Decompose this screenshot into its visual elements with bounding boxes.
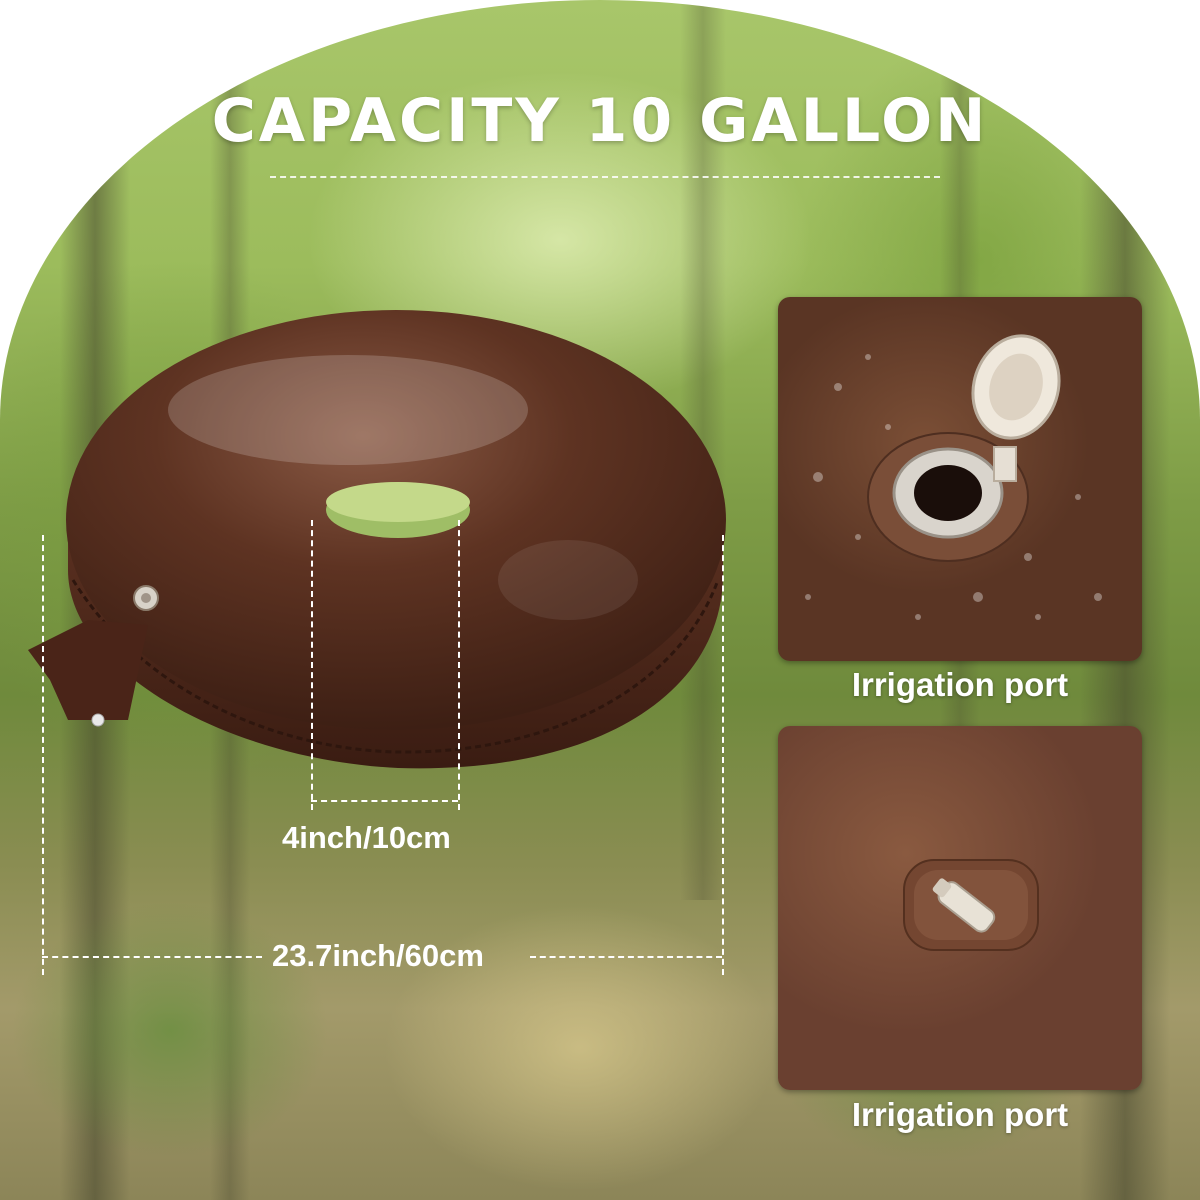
- irrigation-port-caption-1: Irrigation port: [851, 666, 1069, 703]
- inner-dimension-line: [311, 800, 458, 802]
- irrigation-port-closeup-nozzle: [778, 726, 1142, 1090]
- title-underline: [270, 176, 940, 178]
- inner-dimension-label: 4inch/10cm: [282, 820, 451, 855]
- water-bag-image: [28, 310, 726, 769]
- inner-dimension-right-line: [458, 520, 460, 810]
- irrigation-port-caption-2: Irrigation port: [851, 1096, 1069, 1133]
- outer-dimension-line-right: [530, 956, 722, 958]
- outer-dimension-right-line: [722, 535, 724, 975]
- outer-dimension-left-line: [42, 535, 44, 975]
- outer-dimension-label: 23.7inch/60cm: [272, 938, 484, 973]
- capacity-title: CAPACITY 10 GALLON: [211, 86, 989, 156]
- inner-dimension-left-line: [311, 520, 313, 810]
- outer-dimension-line-left: [42, 956, 262, 958]
- irrigation-port-closeup-valve: [778, 297, 1142, 661]
